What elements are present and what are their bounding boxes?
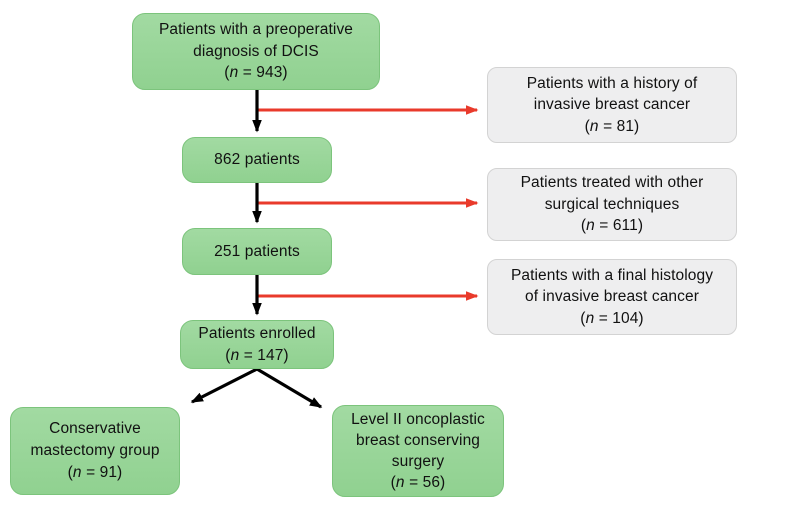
arrow-enrolled-to-oncoplastic xyxy=(256,367,323,409)
arrow-enrolled-to-mastectomy xyxy=(190,367,258,404)
box-251-patients: 251 patients xyxy=(182,228,332,275)
box-862-patients: 862 patients xyxy=(182,137,332,183)
box-patients-enrolled: Patients enrolled(n = 147) xyxy=(180,320,334,369)
